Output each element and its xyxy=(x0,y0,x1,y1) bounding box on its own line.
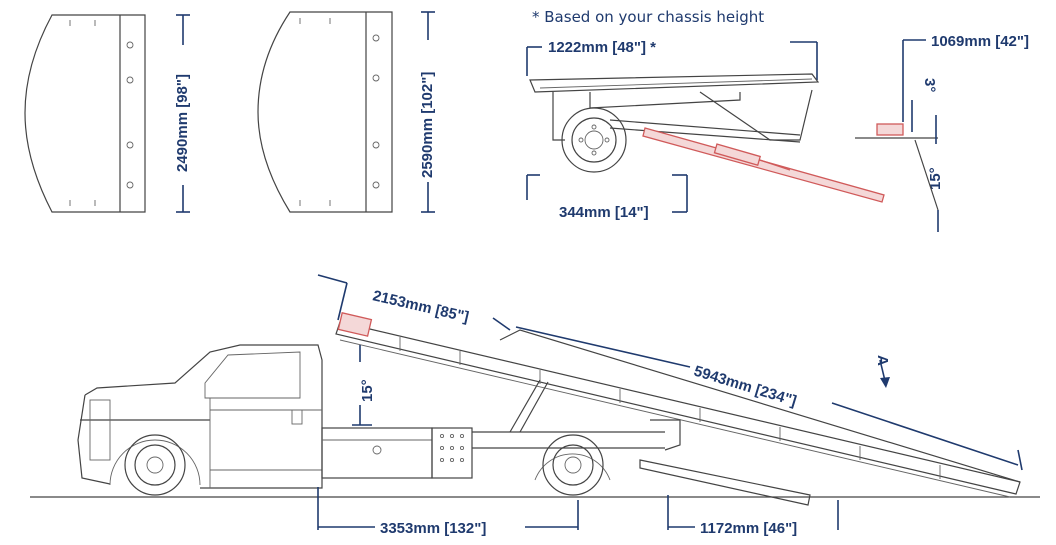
side-detail-view: 1222mm [48"] * 344mm [14"] xyxy=(526,39,885,221)
deck-plan-102: 2590mm [102"] xyxy=(257,11,436,213)
dim-side-1069: 1069mm [42"] xyxy=(931,33,1029,50)
dim-deck-width-98: 2490mm [98"] xyxy=(174,74,191,172)
view-label-a: A xyxy=(874,355,891,366)
deck-plan-98: 2490mm [98"] xyxy=(24,14,191,213)
dim-angle-3: 3° xyxy=(921,78,938,92)
angle-detail: 1069mm [42"] 3° 15° xyxy=(855,33,1029,232)
dim-length-5943: 5943mm [234"] xyxy=(692,363,799,410)
chassis-height-note: * Based on your chassis height xyxy=(532,8,764,26)
dim-length-2153: 2153mm [85"] xyxy=(371,287,470,326)
dim-rear-1172: 1172mm [46"] xyxy=(700,520,797,537)
dim-wheelbase-3353: 3353mm [132"] xyxy=(380,520,486,537)
dim-angle-15-main: 15° xyxy=(359,379,376,402)
dim-angle-15-small: 15° xyxy=(927,167,944,190)
main-truck-view: 2153mm [85"] 5943mm [234"] 15° A 3353mm … xyxy=(30,274,1040,537)
dim-deck-width-102: 2590mm [102"] xyxy=(419,72,436,178)
dim-bottom-344: 344mm [14"] xyxy=(559,204,649,221)
dim-top-1222: 1222mm [48"] * xyxy=(548,39,656,56)
